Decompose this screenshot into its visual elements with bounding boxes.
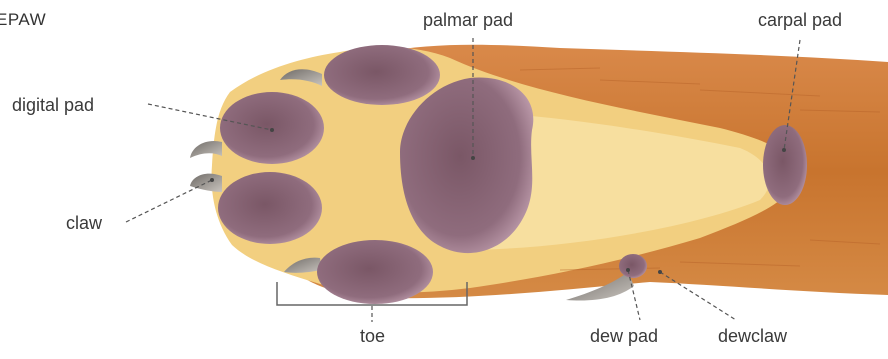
label-dew-pad: dew pad [590, 326, 658, 346]
label-toe: toe [360, 326, 385, 346]
label-dewclaw: dewclaw [718, 326, 787, 346]
digital-pad-top [324, 45, 440, 105]
claw-left-lower [190, 174, 222, 192]
diagram-title: EPAW [0, 10, 46, 30]
label-carpal-pad: carpal pad [758, 10, 842, 30]
dew-pad-shape [619, 254, 647, 278]
digital-pad-bottom [317, 240, 433, 304]
label-digital-pad: digital pad [12, 95, 94, 115]
digital-pad-lower [218, 172, 322, 244]
label-claw: claw [66, 213, 102, 233]
label-palmar-pad: palmar pad [423, 10, 513, 30]
carpal-pad-shape [763, 125, 807, 205]
